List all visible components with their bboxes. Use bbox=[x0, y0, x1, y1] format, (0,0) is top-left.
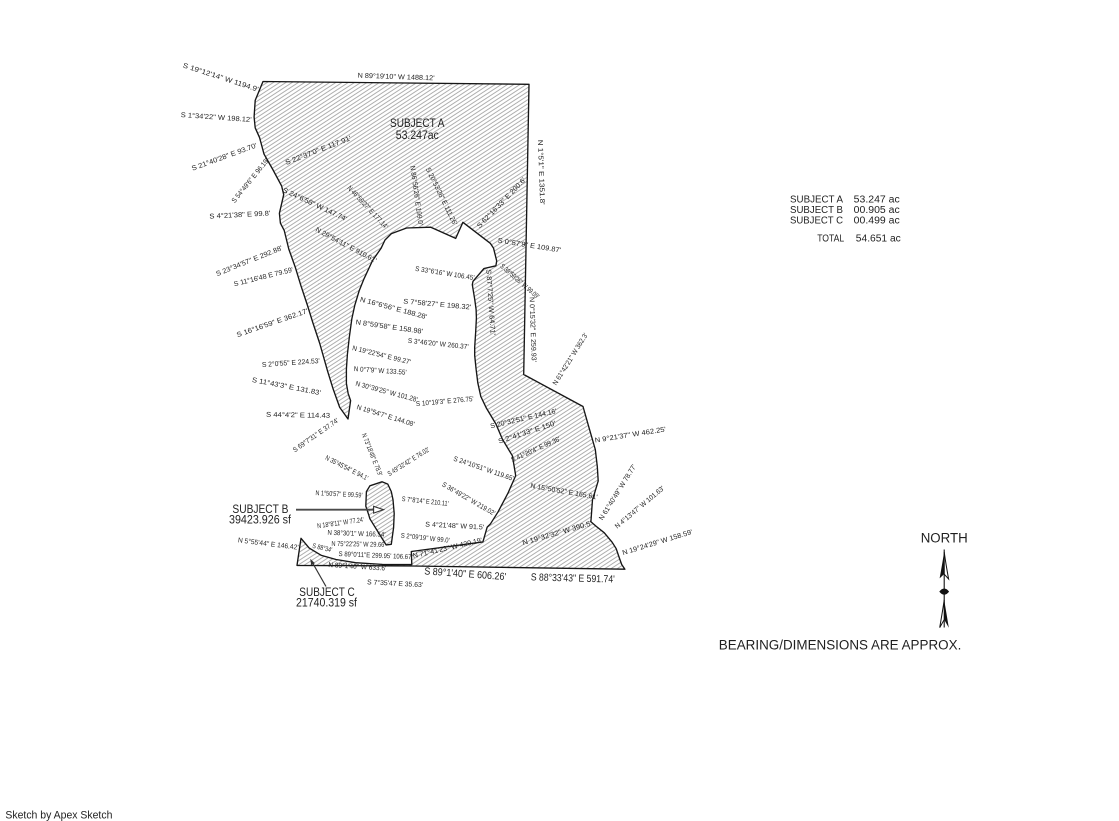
svg-text:TOTAL: TOTAL bbox=[817, 234, 844, 245]
svg-text:N 1°5'1" E 1351.8': N 1°5'1" E 1351.8' bbox=[536, 140, 546, 205]
svg-text:S 88°33'43" E 591.74': S 88°33'43" E 591.74' bbox=[531, 572, 615, 585]
svg-text:NORTH: NORTH bbox=[921, 530, 968, 545]
svg-text:SUBJECT C: SUBJECT C bbox=[299, 587, 354, 599]
svg-text:N 0°7'9" W 133.55': N 0°7'9" W 133.55' bbox=[353, 365, 406, 377]
svg-text:SUBJECT B: SUBJECT B bbox=[790, 205, 843, 216]
svg-text:S 7°35'47 E 35.63': S 7°35'47 E 35.63' bbox=[367, 578, 423, 589]
svg-text:SUBJECT C: SUBJECT C bbox=[790, 215, 843, 226]
svg-text:S 4°21'38" E 99.8': S 4°21'38" E 99.8' bbox=[209, 209, 270, 220]
svg-text:N 0°15'32" E 259.93': N 0°15'32" E 259.93' bbox=[528, 297, 538, 362]
svg-text:S 89°0'11"E 299.95' 106.67': S 89°0'11"E 299.95' 106.67' bbox=[338, 550, 412, 561]
svg-text:54.651 ac: 54.651 ac bbox=[856, 234, 901, 245]
svg-text:53.247ac: 53.247ac bbox=[396, 128, 439, 142]
svg-text:SUBJECT A: SUBJECT A bbox=[790, 195, 843, 206]
svg-text:N 89°19'10" W 1488.12': N 89°19'10" W 1488.12' bbox=[357, 72, 434, 83]
svg-text:53.247 ac: 53.247 ac bbox=[854, 195, 900, 206]
svg-text:S 4°21'48" W 91.5': S 4°21'48" W 91.5' bbox=[425, 520, 484, 531]
svg-text:BEARING/DIMENSIONS ARE APPROX.: BEARING/DIMENSIONS ARE APPROX. bbox=[719, 637, 962, 652]
svg-text:Sketch by Apex Sketch: Sketch by Apex Sketch bbox=[5, 810, 112, 821]
svg-text:21740.319 sf: 21740.319 sf bbox=[296, 597, 358, 609]
svg-text:S 44°4'2" E 114.43: S 44°4'2" E 114.43 bbox=[266, 411, 330, 420]
svg-text:SUBJECT B: SUBJECT B bbox=[232, 504, 288, 516]
svg-text:00.905 ac: 00.905 ac bbox=[854, 205, 900, 216]
svg-text:N 1°50'57" E 99.59': N 1°50'57" E 99.59' bbox=[315, 489, 362, 499]
svg-text:N 38°30'1" W 166.54': N 38°30'1" W 166.54' bbox=[327, 529, 385, 539]
svg-text:N 75°22'25" W 29.66': N 75°22'25" W 29.66' bbox=[331, 540, 385, 549]
svg-text:N 89°1'40" W 633.6': N 89°1'40" W 633.6' bbox=[328, 561, 386, 573]
svg-text:00.499 ac: 00.499 ac bbox=[854, 215, 900, 226]
svg-text:39423.926 sf: 39423.926 sf bbox=[229, 515, 292, 527]
svg-text:SUBJECT A: SUBJECT A bbox=[390, 116, 445, 130]
